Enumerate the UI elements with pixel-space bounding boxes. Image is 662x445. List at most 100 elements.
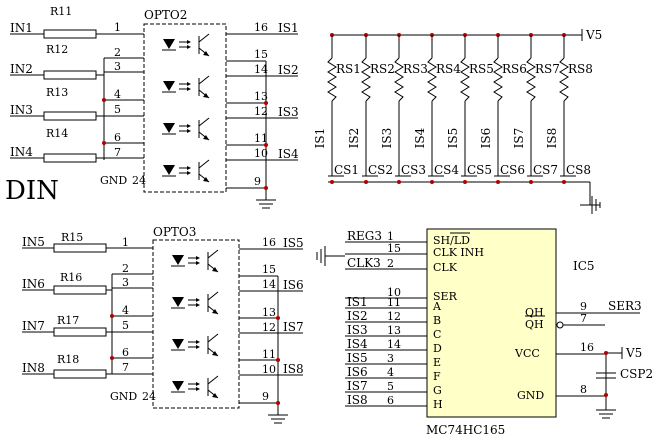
pin-label: 16 — [262, 236, 276, 249]
output-label: IS7 — [283, 320, 304, 334]
input-resistor — [43, 111, 97, 121]
pin-label: 5 — [114, 103, 121, 116]
opto-top-row-2: IN2 R12 2 3 — [10, 43, 144, 160]
din-label: DIN — [5, 176, 59, 206]
opto-top-outline — [143, 23, 227, 193]
pin-label: 10 — [262, 363, 276, 376]
pin-number: 5 — [387, 380, 394, 393]
pullup-resistor-label: RS3 — [403, 62, 428, 76]
pin-label: 2 — [122, 262, 129, 275]
pin-name: QH — [525, 318, 544, 331]
ground-symbol — [316, 246, 345, 266]
pin-name: SH/LD — [433, 234, 470, 247]
pin-label: 13 — [254, 90, 268, 103]
optocoupler-channel — [162, 33, 210, 57]
input-resistor — [53, 369, 107, 379]
pullup-resistor-label: RS2 — [370, 62, 395, 76]
pin-name: B — [433, 314, 441, 327]
cap-label: CS3 — [401, 163, 426, 177]
optocoupler-channel — [162, 159, 210, 183]
pin-number: 7 — [580, 312, 587, 325]
cap-label: CS5 — [467, 163, 492, 177]
input-resistor — [53, 285, 107, 295]
input-label: IN5 — [22, 235, 45, 249]
signal-label: IS4 — [413, 127, 427, 148]
pin-number: 9 — [580, 300, 587, 313]
output-label: IS4 — [278, 147, 299, 161]
input-resistor — [53, 327, 107, 337]
output-label: IS8 — [283, 362, 304, 376]
opto-top-row-1: IN1 R11 1 — [10, 5, 144, 39]
pin-label: 15 — [262, 263, 276, 276]
signal-label: IS2 — [347, 128, 361, 149]
pin-label: 3 — [114, 60, 121, 73]
pin-label: 15 — [254, 48, 268, 61]
pin-label: 14 — [254, 63, 268, 76]
pin-number: 13 — [387, 324, 401, 337]
pullup-resistor-label: RS8 — [568, 62, 593, 76]
output-label: IS3 — [278, 105, 299, 119]
signal-label: IS1 — [313, 128, 327, 149]
signal-label: IS5 — [446, 128, 460, 149]
pin-number: 11 — [387, 296, 401, 309]
output-label: IS5 — [283, 236, 304, 250]
gnd-label: GND — [100, 174, 127, 187]
opto-bottom-outline — [152, 239, 240, 409]
input-resistor — [43, 29, 97, 39]
cap-label: CS6 — [500, 163, 525, 177]
pin-name: CLK INH — [433, 246, 484, 259]
net-label: IS2 — [347, 309, 368, 323]
opto-bottom-row-4: IN8 R18 6 7 — [22, 346, 153, 379]
input-label: IN2 — [10, 62, 33, 76]
pin-number: 12 — [387, 310, 401, 323]
opto-bottom-block: OPTO3 IN5 R15 1 IN6 R16 2 3 IN7 R17 — [22, 225, 304, 424]
input-resistor — [43, 70, 97, 80]
opto-top-elements — [162, 33, 210, 183]
pin-label: 7 — [114, 146, 121, 159]
cap-label: CS8 — [566, 163, 591, 177]
pin-number: 1 — [387, 230, 394, 243]
input-label: IN8 — [22, 361, 45, 375]
pin-label: 4 — [114, 88, 121, 101]
optocoupler-channel — [162, 75, 210, 99]
ic-left-pin: IS2 12 B — [345, 309, 441, 327]
net-label: V5 — [625, 346, 642, 360]
net-label: IS8 — [347, 393, 368, 407]
pin-label: 11 — [254, 132, 268, 145]
input-label: IN7 — [22, 319, 45, 333]
resistor-label: R18 — [57, 353, 79, 366]
opto-top-row-3: IN3 R13 4 5 — [10, 86, 144, 121]
pin-number: 10 — [387, 286, 401, 299]
cap-label: CS4 — [434, 163, 459, 177]
net-label: IS5 — [347, 351, 368, 365]
pin-name: D — [433, 342, 442, 355]
opto-bottom-row-1: IN5 R15 1 — [22, 231, 153, 253]
resistor-label: R14 — [46, 127, 68, 140]
opto-bottom-title: OPTO3 — [153, 225, 196, 239]
pin-label: 6 — [114, 131, 121, 144]
pin-label: 11 — [262, 348, 276, 361]
pin-label: 13 — [262, 306, 276, 319]
pin-name: CLK — [433, 261, 458, 274]
resistor-label: R17 — [57, 314, 79, 327]
pin-name: SER — [433, 290, 458, 303]
ic-left-pin: 10 SER — [345, 286, 458, 303]
opto-top-block: OPTO2 IN1 R11 1 IN2 R12 2 3 IN3 R13 — [10, 5, 299, 209]
pin-label: 16 — [254, 21, 268, 34]
signal-label: IS6 — [479, 128, 493, 149]
